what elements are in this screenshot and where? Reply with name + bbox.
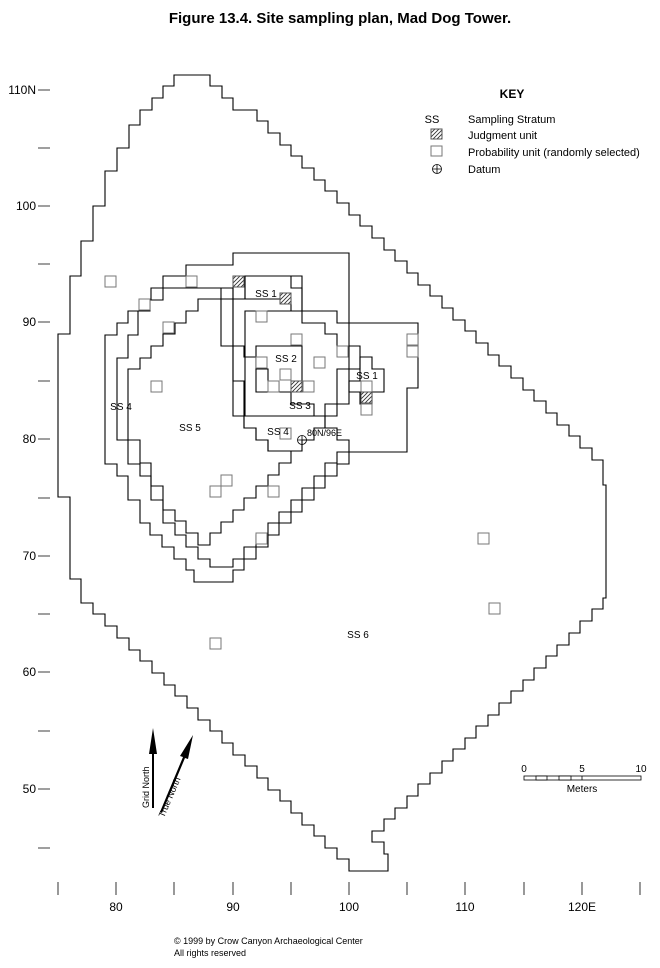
key-probability-label: Probability unit (randomly selected) [468,147,640,159]
stratum-label: SS 4 [267,427,289,438]
y-tick-label: 100 [16,199,36,213]
probability-unit [477,532,490,545]
site-boundary-ss6 [57,74,607,872]
probability-unit [360,403,373,416]
judgment-unit [290,380,303,393]
copyright-line-2: All rights reserved [174,948,246,958]
judgment-unit-key-icon [430,128,443,140]
scale-unit-label: Meters [567,784,598,795]
probability-unit [290,333,303,346]
stratum-ss4-boundary [116,287,350,568]
y-tick-label: 90 [23,315,37,329]
probability-unit [162,321,175,334]
probability-unit [267,380,280,393]
probability-units [104,275,501,650]
judgment-unit [279,292,292,305]
scale-tick-label: 10 [635,764,647,775]
x-tick-label: 120E [568,900,596,914]
probability-unit [255,532,268,545]
grid-north-arrow-icon [149,728,157,808]
probability-unit [138,298,151,311]
probability-unit [279,368,292,381]
true-north-arrow-icon [160,735,193,813]
y-tick-label: 70 [23,549,37,563]
x-tick-label: 110 [455,900,474,914]
probability-unit [279,427,292,440]
stratum-label: SS 1 [356,371,378,382]
probability-unit [150,380,163,393]
stratum-label: SS 3 [289,401,311,412]
probability-unit [220,474,233,487]
datum-icon [297,435,307,445]
probability-unit [336,345,349,358]
x-tick-label: 100 [339,900,359,914]
map-key: KEY SS Sampling Stratum Judgment unit Pr… [425,87,640,176]
probability-unit [302,380,315,393]
x-tick-label: 80 [109,900,123,914]
key-ss-symbol: SS [425,114,440,126]
probability-unit-key-icon [430,145,443,157]
probability-unit [313,356,326,369]
stratum-label: SS 1 [255,289,277,300]
y-tick-label: 80 [23,432,37,446]
y-tick-label: 110N [8,83,36,97]
probability-unit [209,637,222,650]
copyright-line-1: © 1999 by Crow Canyon Archaeological Cen… [174,936,363,946]
north-arrows: Grid North True North [141,728,193,819]
stratum-label: SS 4 [110,402,132,413]
stratum-ss5-inner-boundary [127,287,292,546]
datum-key-icon [432,164,442,174]
x-tick-label: 90 [226,900,240,914]
key-judgment-label: Judgment unit [468,130,537,142]
grid-north-label: Grid North [141,766,151,808]
y-tick-label: 50 [23,782,37,796]
judgment-unit [232,275,245,288]
key-ss-label: Sampling Stratum [468,114,555,126]
stratum-ss3-boundary [244,310,350,417]
probability-unit [255,310,268,323]
stratum-label: SS 2 [275,354,297,365]
probability-unit [185,275,198,288]
y-axis: 110N 100 90 80 70 60 50 [8,83,50,849]
scale-tick-label: 0 [521,764,527,775]
probability-unit [267,485,280,498]
probability-unit [406,345,419,358]
probability-unit [209,485,222,498]
probability-unit [406,333,419,346]
scale-tick-label: 5 [579,764,585,775]
stratum-labels: SS 1 SS 2 SS 3 SS 1 SS 4 SS 5 SS 4 SS 6 [110,289,378,641]
stratum-label: SS 5 [179,423,201,434]
judgment-unit [360,391,373,404]
stratum-ss5-boundary [104,252,419,583]
scale-bar: 0 5 10 Meters [521,764,647,795]
probability-unit [104,275,117,288]
probability-unit [255,356,268,369]
key-heading: KEY [500,87,525,101]
probability-unit [488,602,501,615]
datum-label: 80N/96E [307,428,342,438]
probability-unit [360,380,373,393]
x-axis: 80 90 100 110 120E [57,882,641,914]
y-tick-label: 60 [23,665,37,679]
true-north-label: True North [157,776,183,819]
key-datum-label: Datum [468,164,500,176]
judgment-units [232,275,373,404]
figure-title: Figure 13.4. Site sampling plan, Mad Dog… [169,10,511,27]
stratum-label: SS 6 [347,630,369,641]
